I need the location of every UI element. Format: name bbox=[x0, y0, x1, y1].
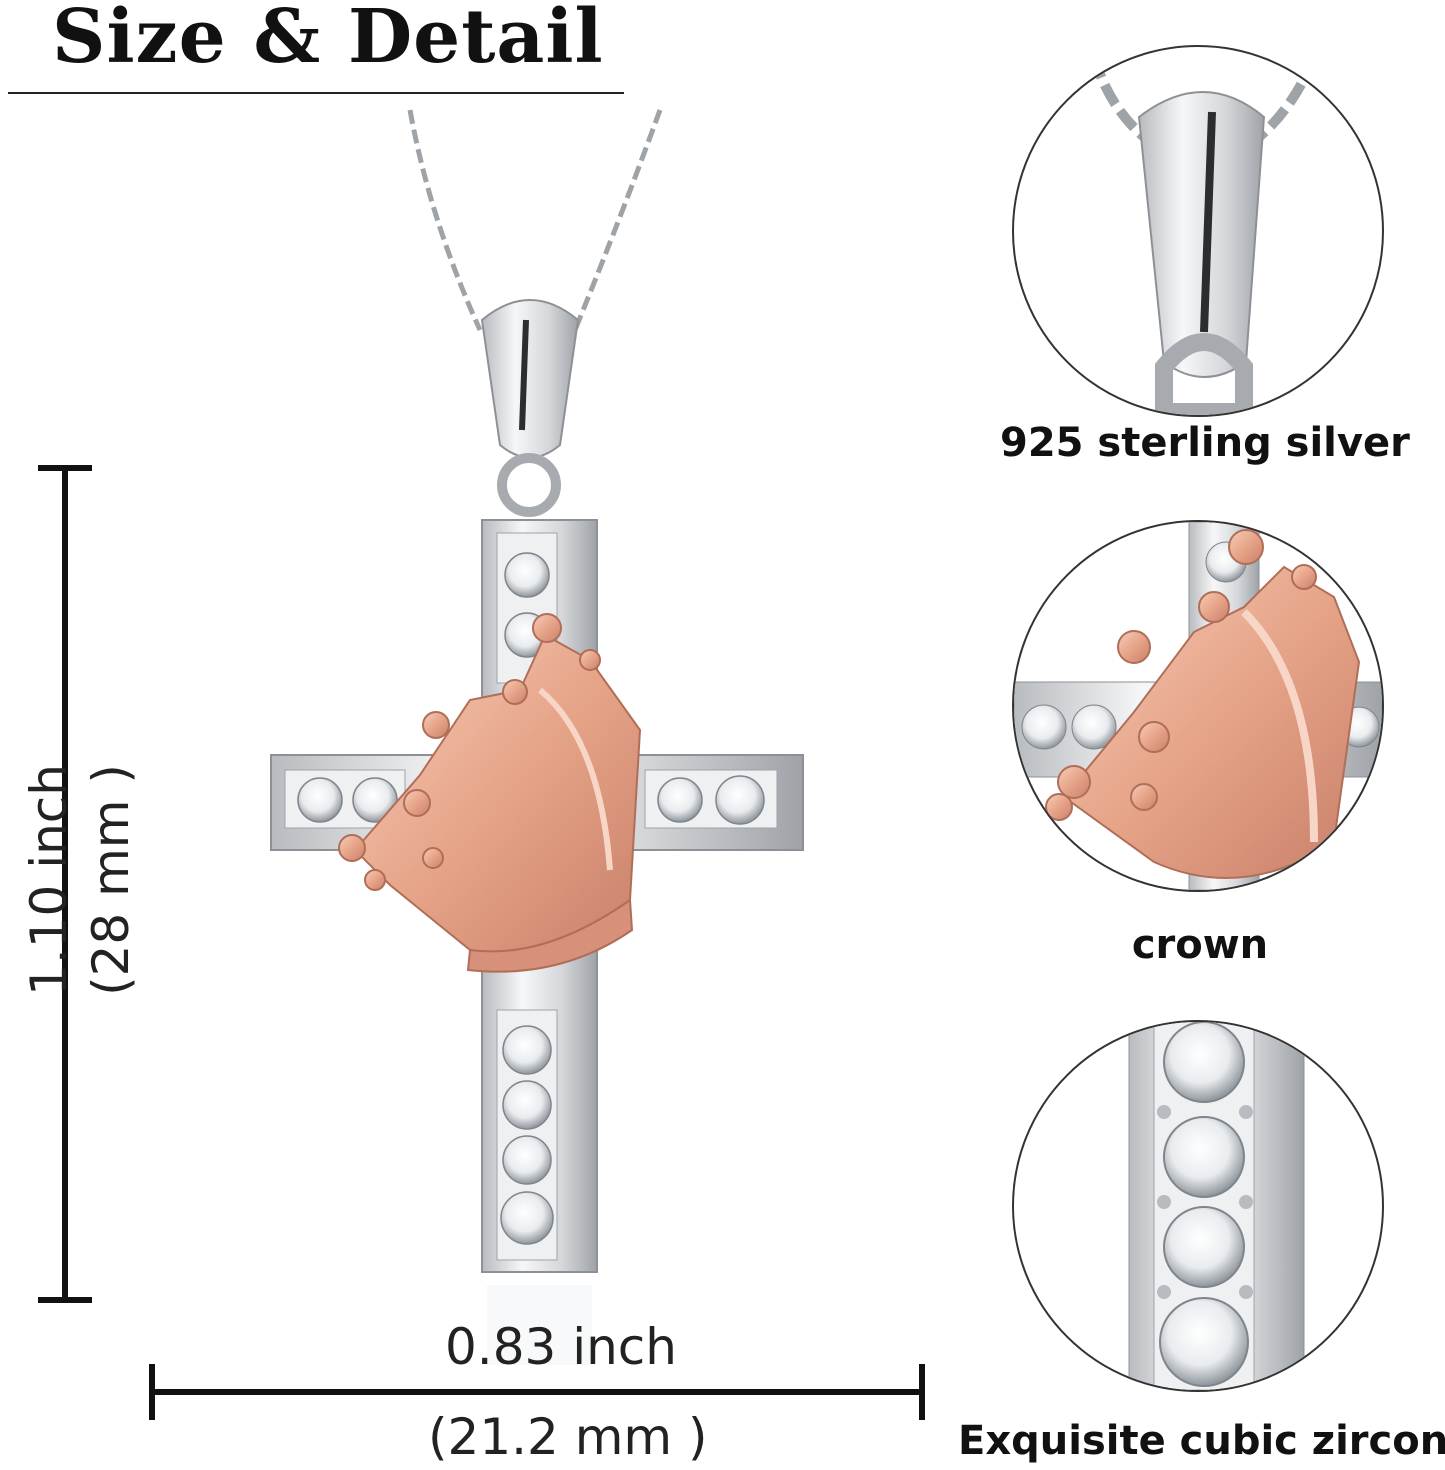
caption-crown: crown bbox=[1131, 922, 1269, 968]
height-label: 1.10 inch (28 mm ) bbox=[20, 740, 140, 1020]
bail bbox=[480, 299, 580, 517]
caption-sterling-silver: 925 sterling silver bbox=[1000, 420, 1410, 466]
height-dimension-line bbox=[38, 465, 92, 1303]
height-mm: (28 mm ) bbox=[82, 764, 140, 996]
crown bbox=[338, 613, 642, 973]
page-title: Size & Detail bbox=[52, 0, 604, 80]
title-divider bbox=[8, 92, 624, 94]
width-mm: (21.2 mm ) bbox=[428, 1408, 708, 1466]
caption-cubic-zirconia: Exquisite cubic zirconia bbox=[958, 1418, 1445, 1464]
detail-circle-crown bbox=[1012, 520, 1384, 892]
width-inch: 0.83 inch bbox=[445, 1318, 677, 1376]
detail-circle-bail bbox=[1012, 45, 1384, 417]
height-inch: 1.10 inch bbox=[20, 764, 78, 996]
zirconia-closeup-icon bbox=[1128, 1022, 1305, 1390]
pendant-illustration bbox=[38, 109, 925, 1420]
detail-circle-zirconia bbox=[1012, 1020, 1384, 1392]
bail-closeup-icon bbox=[1089, 55, 1319, 415]
chain bbox=[407, 109, 663, 332]
crown-closeup-icon bbox=[1014, 522, 1382, 890]
width-dimension-line bbox=[149, 1364, 925, 1420]
